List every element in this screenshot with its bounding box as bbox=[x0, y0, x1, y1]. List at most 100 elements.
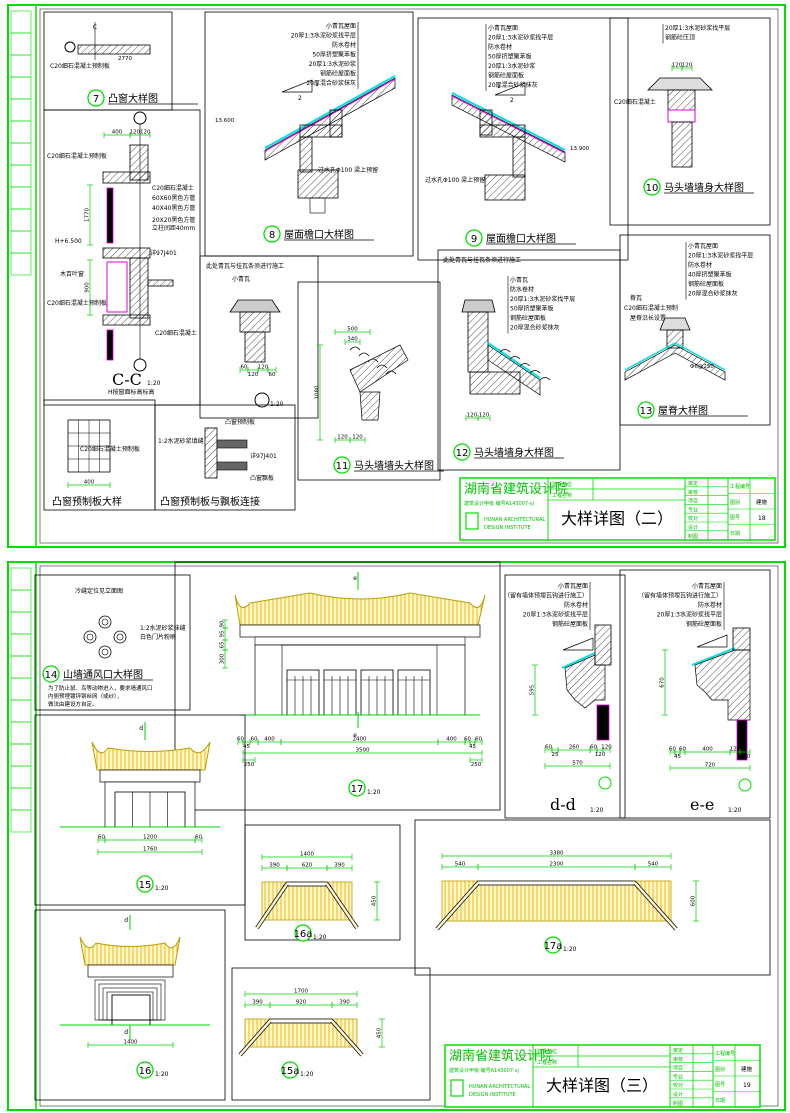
detail-number-circle bbox=[87, 89, 105, 107]
annotation-note: 小青瓦 bbox=[510, 276, 528, 284]
detail-frame-17a bbox=[414, 819, 771, 976]
insulation-layer bbox=[667, 109, 696, 123]
dimension-value: 60 bbox=[195, 835, 202, 841]
ridge-cap bbox=[659, 317, 691, 331]
window-box bbox=[106, 261, 128, 313]
gutter-wall bbox=[329, 109, 343, 138]
detail-frame-10 bbox=[609, 17, 771, 226]
margin-signature-cell bbox=[10, 589, 32, 613]
drawing-title: 大样详图（二） bbox=[561, 509, 673, 528]
role-label: 项目 bbox=[673, 1066, 683, 1072]
dimension-value: 65 bbox=[220, 641, 226, 648]
detail-frame-dd bbox=[504, 574, 626, 819]
note: 钢筋砼屋面板 bbox=[686, 620, 722, 628]
note: 凸窗预制板 bbox=[225, 418, 255, 426]
margin-signature-cell bbox=[10, 809, 32, 833]
dimension-value: 670 bbox=[660, 677, 666, 688]
rebar-spec: Φ6@250 bbox=[690, 364, 714, 370]
note: C20细石混凝土预制 bbox=[624, 304, 678, 312]
gutter-wall bbox=[299, 136, 313, 173]
detail-number-circle bbox=[281, 1061, 299, 1079]
detail-11-title: 马头墙墙头大样图 bbox=[354, 459, 434, 472]
institute-english: DESIGN INSTITUTE bbox=[484, 525, 531, 531]
detail-number-circle bbox=[333, 456, 351, 474]
detail-frame-15 bbox=[34, 714, 246, 906]
annotation-note: 50厚挤塑聚苯板 bbox=[510, 305, 554, 313]
note: 20厚1:3水泥砂浆 bbox=[488, 62, 535, 70]
detail-14-number: 14 bbox=[45, 670, 58, 681]
detail-17-scale: 1:20 bbox=[367, 789, 381, 796]
note: 20厚1:3水泥砂浆 bbox=[309, 60, 356, 68]
note: 40厚挤塑聚苯板 bbox=[688, 271, 732, 279]
note: 防水卷材 bbox=[564, 601, 588, 609]
note: 钢筋砼屋面板 bbox=[488, 72, 524, 80]
detail-11-number: 11 bbox=[336, 461, 349, 472]
margin-signature-cell bbox=[10, 54, 32, 78]
axis-bubble bbox=[738, 778, 752, 792]
dimension-value: 500 bbox=[347, 327, 358, 333]
institute-english: HUNAN ARCHITECTURAL bbox=[484, 517, 545, 523]
detail-number-circle bbox=[643, 178, 661, 196]
dimension-value: 45 bbox=[243, 744, 250, 750]
note: 50厚挤塑聚苯板 bbox=[488, 53, 532, 61]
detail-number-circle bbox=[637, 401, 655, 419]
cap-section bbox=[239, 311, 271, 333]
margin-signature-cell bbox=[10, 10, 32, 34]
detail-14-title: 山墙通风口大样图 bbox=[63, 668, 143, 681]
section-mark-d: d bbox=[124, 917, 128, 924]
institute-english: HUNAN ARCHITECTURAL bbox=[469, 1084, 530, 1090]
dimension-value: 1400 bbox=[300, 852, 314, 858]
dimension-value: 595 bbox=[530, 684, 536, 695]
dimension-value: 390 bbox=[334, 863, 345, 869]
gutter-wall bbox=[479, 109, 493, 136]
roof-tile bbox=[529, 370, 541, 374]
note: 小青瓦屋面 bbox=[326, 22, 356, 30]
dimension-value: 1700 bbox=[294, 989, 308, 995]
dimension-value: 60 bbox=[464, 737, 471, 743]
note: 1:2水泥砂浆填缝 bbox=[158, 437, 204, 445]
cornice-lower bbox=[254, 636, 466, 646]
section-mark-e: e bbox=[353, 575, 357, 582]
window-frame-section bbox=[106, 187, 114, 244]
wall-section bbox=[129, 257, 149, 319]
ridge-tile bbox=[349, 346, 361, 351]
axis-bubble bbox=[133, 111, 147, 125]
wall-section bbox=[244, 331, 266, 363]
slope-rise: 1 bbox=[497, 83, 501, 90]
beam-section bbox=[297, 169, 339, 199]
detail-frame-11 bbox=[297, 281, 441, 481]
stage-label: 图别 bbox=[730, 499, 740, 506]
project-label: 工程名称 bbox=[552, 492, 572, 499]
note: 木百叶窗 bbox=[60, 270, 84, 278]
detail-number-circle bbox=[544, 936, 562, 954]
margin-signature-cell bbox=[10, 252, 32, 276]
margin-signature-cell bbox=[10, 120, 32, 144]
project-number-label: 工程编号 bbox=[730, 483, 750, 490]
institute-logo bbox=[450, 1079, 464, 1097]
dimension-value: 120 bbox=[258, 365, 269, 371]
dimension-value: 400 bbox=[264, 737, 275, 743]
detail-frame-ee bbox=[619, 569, 771, 819]
note: 20厚1:3水泥砂浆找平层 bbox=[523, 611, 588, 619]
dimension-value: 920 bbox=[296, 1000, 307, 1006]
note: 小青瓦屋面 bbox=[558, 582, 588, 590]
note: 详97J401 bbox=[250, 452, 277, 460]
gutter-wall bbox=[512, 136, 526, 178]
roof-slab-section bbox=[487, 344, 541, 396]
note: 小青瓦屋面 bbox=[488, 24, 518, 32]
wall-section bbox=[467, 311, 489, 373]
wall-cap-tiles bbox=[229, 299, 281, 313]
slope-symbol bbox=[696, 634, 728, 648]
role-label: 校对 bbox=[688, 515, 698, 522]
vent-hole-inner bbox=[86, 633, 94, 641]
slope-symbol bbox=[494, 82, 526, 96]
note: C20细石混凝土预制板 bbox=[47, 152, 107, 160]
dimension-value: 60 bbox=[237, 737, 244, 743]
role-label: 审核 bbox=[673, 1056, 683, 1063]
section-mark-e: e bbox=[353, 732, 357, 739]
cornice bbox=[239, 624, 481, 638]
dimension-value: 90 bbox=[220, 620, 226, 627]
dimension-value: 260 bbox=[569, 745, 580, 751]
note: 防水卷材 bbox=[488, 43, 512, 51]
institute-logo bbox=[465, 512, 479, 530]
